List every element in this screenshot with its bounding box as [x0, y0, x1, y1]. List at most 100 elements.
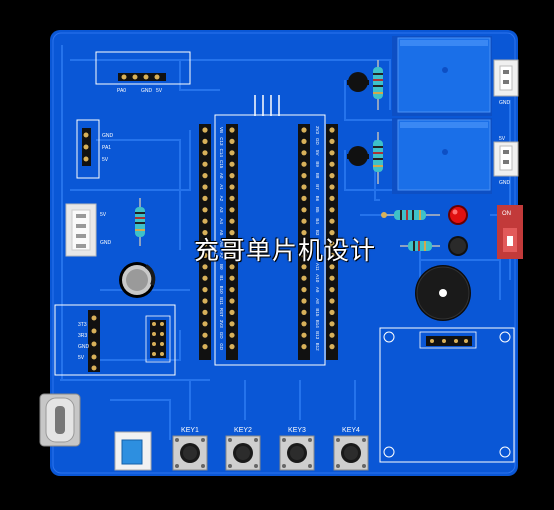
mcu-left-pin-label: GD	[219, 343, 224, 351]
usb-c-port	[39, 393, 81, 447]
header-pin	[301, 298, 307, 304]
header-pin	[329, 173, 335, 179]
resistor-left	[135, 198, 145, 246]
header-pin	[329, 309, 335, 315]
header-pin	[329, 252, 335, 258]
header-pin	[229, 127, 235, 133]
mcu-right-pin-label: B13	[315, 331, 320, 340]
watermark-text: 充哥单片机设计	[194, 236, 377, 265]
header-pin	[202, 344, 208, 350]
header-pin	[229, 218, 235, 224]
header-pin	[301, 309, 307, 315]
mcu-right-pin-label: B7	[315, 184, 320, 190]
mcu-right-pin-label: B6	[315, 196, 320, 202]
mcu-left-pin-label: A4	[219, 218, 224, 224]
mcu-right-pin-label: GD	[315, 138, 320, 146]
header-pin	[229, 287, 235, 293]
header-pin	[202, 218, 208, 224]
header-pin	[202, 161, 208, 167]
mcu-left-pin-label: A2	[219, 196, 224, 202]
key-label-4: KEY4	[342, 427, 360, 434]
key-button-2[interactable]	[225, 435, 261, 471]
red-led	[448, 205, 468, 225]
mcu-left-pin-label: 3V3	[219, 320, 224, 329]
left-bottom-label-3t3: 3T3	[78, 322, 87, 328]
black-led	[448, 236, 468, 256]
header-pin	[301, 150, 307, 156]
resistor-led-1	[381, 210, 440, 220]
header-pin	[202, 309, 208, 315]
header-pin	[202, 275, 208, 281]
header-pin	[229, 207, 235, 213]
header-pin	[329, 230, 335, 236]
header-pin	[329, 218, 335, 224]
key-button-3[interactable]	[279, 435, 315, 471]
header-pin	[329, 195, 335, 201]
left-bottom-label-gnd: GND	[78, 344, 90, 350]
relay-2-terminal	[493, 141, 519, 177]
mcu-right-pin-label: A9	[315, 287, 320, 293]
header-pin	[202, 252, 208, 258]
jumper-block	[145, 315, 171, 363]
mcu-right-pin-label: A12	[315, 251, 320, 260]
header-pin	[329, 241, 335, 247]
header-pin	[301, 321, 307, 327]
top-header-label-5v: 5V	[156, 88, 163, 94]
resistor-led-2	[400, 241, 440, 251]
mcu-left-pin-label: B11	[219, 297, 224, 305]
header-pin	[301, 252, 307, 258]
mcu-right-pin-labels: 3V3GD5VB9B8B7B6B5B4B3A15A12A11A10A9A8B15…	[315, 126, 320, 351]
mcu-right-pin-label: B14	[315, 320, 320, 329]
mcu-right-pin-label: A11	[315, 263, 320, 271]
mcu-right-pin-label: A15	[315, 240, 320, 249]
header-pin	[301, 161, 307, 167]
header-pin	[329, 264, 335, 270]
header-pin	[301, 287, 307, 293]
top-header-label-gnd: GND	[141, 88, 153, 94]
header-pin	[301, 241, 307, 247]
resistor-relay-2	[373, 132, 383, 184]
header-pin	[202, 230, 208, 236]
header-pin	[202, 207, 208, 213]
power-connector-label-gnd: GND	[100, 240, 112, 246]
power-switch[interactable]	[114, 431, 152, 471]
header-pin	[229, 195, 235, 201]
header-pin	[329, 127, 335, 133]
pcb-traces	[60, 45, 511, 440]
header-pin	[329, 298, 335, 304]
mcu-pin-dots	[202, 127, 335, 350]
header-pin	[329, 184, 335, 190]
header-pin	[229, 275, 235, 281]
header-pin	[229, 184, 235, 190]
header-pin	[229, 264, 235, 270]
buzzer	[415, 265, 471, 321]
mcu-right-pin-label: 3V3	[315, 126, 320, 135]
mcu-left-pin-label: B0	[219, 264, 224, 270]
header-pin	[229, 150, 235, 156]
mcu-left-pin-label: B10	[219, 286, 224, 295]
left-header-pins	[82, 128, 91, 166]
mcu-left-pin-label: A0	[219, 173, 224, 179]
toggle-switch[interactable]	[497, 205, 523, 259]
top-header-pins	[118, 73, 166, 81]
mcu-right-pin-label: B9	[315, 161, 320, 167]
oled-header	[419, 331, 477, 349]
relay-1	[392, 36, 492, 116]
mcu-left-pin-label: RST	[219, 308, 224, 317]
relay-2-label-5v: 5V	[499, 136, 506, 142]
key-button-4[interactable]	[333, 435, 369, 471]
header-pin	[202, 287, 208, 293]
mcu-right-pin-label: B5	[315, 207, 320, 213]
header-pin	[202, 127, 208, 133]
header-pin	[329, 207, 335, 213]
header-pin	[329, 138, 335, 144]
oled-outline	[379, 327, 515, 463]
key-label-1: KEY1	[181, 427, 199, 434]
header-pin	[329, 161, 335, 167]
header-pin	[229, 173, 235, 179]
header-pin	[301, 275, 307, 281]
key-button-1[interactable]	[172, 435, 208, 471]
header-pin	[202, 150, 208, 156]
left-bottom-header-pins	[88, 310, 100, 372]
